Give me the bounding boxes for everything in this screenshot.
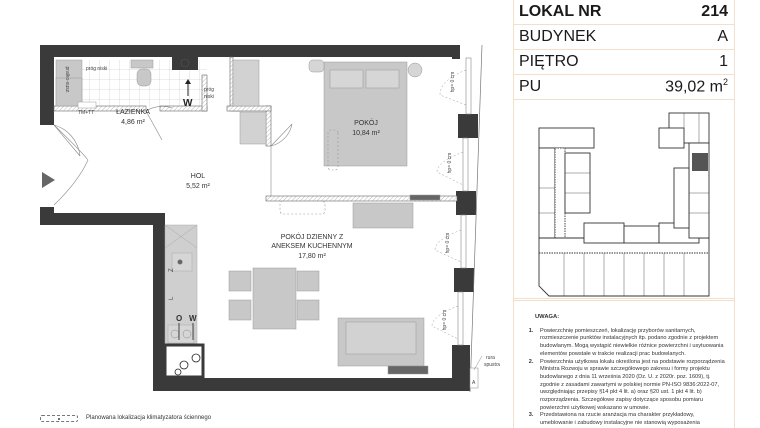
chair <box>228 270 252 292</box>
tv-cabinet <box>352 202 414 229</box>
prog-niski-label-2b: niski <box>204 94 214 100</box>
ac-location <box>327 129 339 171</box>
entrance-door <box>53 124 89 206</box>
svg-text:A: A <box>472 380 476 386</box>
legend: Planowana lokalizacja klimatyzatora ście… <box>40 413 211 423</box>
floor-plan: hp= 0 cm hp= 0 cm hp= 0 cm hp= 0 cm pral… <box>40 44 500 393</box>
kitchen-pipes <box>163 323 205 379</box>
pillow <box>329 69 364 89</box>
tm-tt-box <box>77 101 97 109</box>
kitchen-l-label: L <box>169 296 175 300</box>
window-hp-label: hp= 0 cm <box>442 310 448 331</box>
info-label: PIĘTRO <box>519 53 579 70</box>
kitchen-counter <box>164 224 198 346</box>
info-label: BUDYNEK <box>519 28 597 45</box>
sofa-seat <box>345 321 417 355</box>
kitchen-fridge-label: Z <box>169 268 175 272</box>
entrance-arrow-icon <box>42 172 55 188</box>
room-name-living-1: POKÓJ DZIENNY Z <box>281 232 344 241</box>
notes-section: UWAGA: Powierzchnię pomieszczeń, lokaliz… <box>514 300 734 428</box>
room-area-pokoj: 10,84 m² <box>352 130 380 137</box>
toilet <box>136 68 152 87</box>
radiator <box>409 194 441 201</box>
info-value: A <box>717 28 728 45</box>
bedroom-furniture <box>308 59 441 201</box>
washer-label: pralko-susz. <box>64 67 70 94</box>
kitchen-w-label: W <box>189 314 197 323</box>
info-row-budynek: BUDYNEK A <box>514 25 734 50</box>
prog-niski-label-2a: próg <box>204 87 214 93</box>
kitchen-o-label: O <box>176 314 182 323</box>
chair <box>296 299 320 321</box>
room-area-hol: 5,52 m² <box>186 183 210 190</box>
living-furniture <box>228 202 429 375</box>
info-row-pietro: PIĘTRO 1 <box>514 50 734 75</box>
info-row-pu: PU 39,02 m2 <box>514 75 734 100</box>
ac-legend-symbol <box>40 414 78 422</box>
building-key-plan <box>514 112 734 299</box>
info-value: 214 <box>701 3 728 20</box>
svg-text:spustowa: spustowa <box>484 362 500 368</box>
walls <box>40 45 478 391</box>
note-item: Powierzchnia użytkowa lokalu określona j… <box>535 359 728 413</box>
unit-info-panel: LOKAL NR 214 BUDYNEK A PIĘTRO 1 PU 39,02… <box>513 0 735 428</box>
room-area-living: 17,80 m² <box>298 253 326 260</box>
note-item: Powierzchnię pomieszczeń, lokalizację pr… <box>535 328 728 359</box>
legend-text: Planowana lokalizacja klimatyzatora ście… <box>86 415 212 421</box>
room-name-hol: HOL <box>191 173 206 180</box>
info-label: LOKAL NR <box>519 3 602 20</box>
window-hp-label: hp= 0 cm <box>445 233 451 254</box>
room-name-living-2: ANEKSEM KUCHENNYM <box>271 243 352 250</box>
ac-location <box>279 200 326 215</box>
notes-title: UWAGA: <box>535 314 560 320</box>
svg-text:rura: rura <box>486 355 495 361</box>
room-area-lazienka: 4,86 m² <box>121 119 145 126</box>
info-row-lokal-nr: LOKAL NR 214 <box>514 0 734 25</box>
chair <box>296 270 320 292</box>
facade-line <box>469 44 483 393</box>
dining-table <box>252 267 297 330</box>
bathroom-fixtures <box>55 59 154 109</box>
water-inlet-marker: W <box>183 79 193 109</box>
prog-niski-label: próg niski <box>86 66 107 72</box>
info-value: 39,02 m2 <box>665 77 728 96</box>
washbasin <box>55 77 83 107</box>
info-value: 1 <box>719 53 728 70</box>
drain-pipe: rura spustowa A <box>469 355 500 389</box>
nightstand <box>308 59 325 73</box>
note-item: Przedstawiona na rzucie aranżacja ma cha… <box>535 412 728 427</box>
info-label: PU <box>519 78 542 95</box>
tm-tt-label: TM+TT <box>78 110 94 116</box>
window-hp-label: hp= 0 cm <box>450 72 456 93</box>
room-name-lazienka: ŁAZIENKA <box>116 109 150 116</box>
partitions <box>53 56 458 202</box>
windows <box>457 57 472 346</box>
toilet-cistern <box>130 59 154 69</box>
notes-list: Powierzchnię pomieszczeń, lokalizację pr… <box>518 328 728 428</box>
selected-unit-highlight <box>692 153 708 171</box>
room-name-pokoj: POKÓJ <box>354 118 378 127</box>
chair <box>228 299 252 321</box>
cooktop <box>167 324 195 344</box>
svg-text:W: W <box>183 98 193 109</box>
wardrobe <box>232 59 267 145</box>
shaft-fixture-icon <box>180 58 190 68</box>
nightstand-lamp <box>407 62 423 78</box>
doors <box>53 106 293 196</box>
window-swing-arcs <box>431 69 467 340</box>
radiator <box>387 365 429 375</box>
pillow <box>365 69 400 89</box>
window-hp-label: hp= 0 cm <box>447 153 453 174</box>
